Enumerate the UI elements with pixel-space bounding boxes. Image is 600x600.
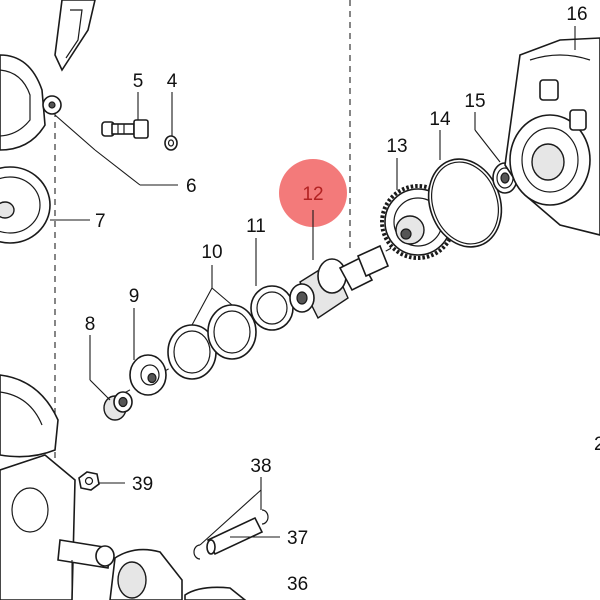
label-part-6: 6: [186, 176, 197, 197]
part-5-bolt: [101, 119, 149, 139]
label-part-13: 13: [386, 136, 407, 157]
upper-left-housing: [0, 54, 62, 151]
part-4-washer: [164, 135, 178, 151]
part-37-pin: [206, 516, 264, 556]
label-part-11: 11: [246, 216, 266, 237]
label-part-2-cut: 2: [594, 434, 600, 455]
label-part-5: 5: [133, 71, 144, 92]
part-38-clip-lower: [193, 544, 201, 560]
label-part-10: 10: [201, 242, 222, 263]
part-8-bushing: [103, 391, 133, 421]
lower-left-housing: [0, 374, 115, 600]
label-part-9: 9: [129, 286, 140, 307]
part-7-cover: [0, 166, 51, 244]
label-part-12: 12: [302, 184, 323, 205]
part-10-seals: [167, 304, 257, 380]
part-12-sleeve: [289, 244, 390, 320]
label-part-16: 16: [566, 4, 587, 25]
label-part-37: 37: [287, 528, 308, 549]
part-9-flange: [129, 354, 167, 396]
label-part-36: 36: [287, 574, 308, 595]
part-11-ring: [250, 285, 294, 331]
part-36-rollers: [109, 548, 247, 600]
part-labels: 5 4 6 7 8 9 10 11 12 13 14 15 16 39 38 3…: [85, 4, 600, 595]
label-part-39: 39: [132, 474, 153, 495]
leader-lines: [50, 26, 576, 600]
label-part-15: 15: [464, 91, 485, 112]
label-part-38: 38: [250, 456, 271, 477]
label-part-8: 8: [85, 314, 96, 335]
top-bracket: [54, 0, 96, 72]
highlight-marker: [279, 159, 347, 227]
part-16-housing: [504, 37, 600, 236]
part-39-nut: [78, 471, 100, 491]
label-part-4: 4: [167, 71, 178, 92]
label-part-14: 14: [429, 109, 451, 130]
label-part-7: 7: [95, 211, 106, 232]
part-38-clip-upper: [261, 509, 269, 525]
